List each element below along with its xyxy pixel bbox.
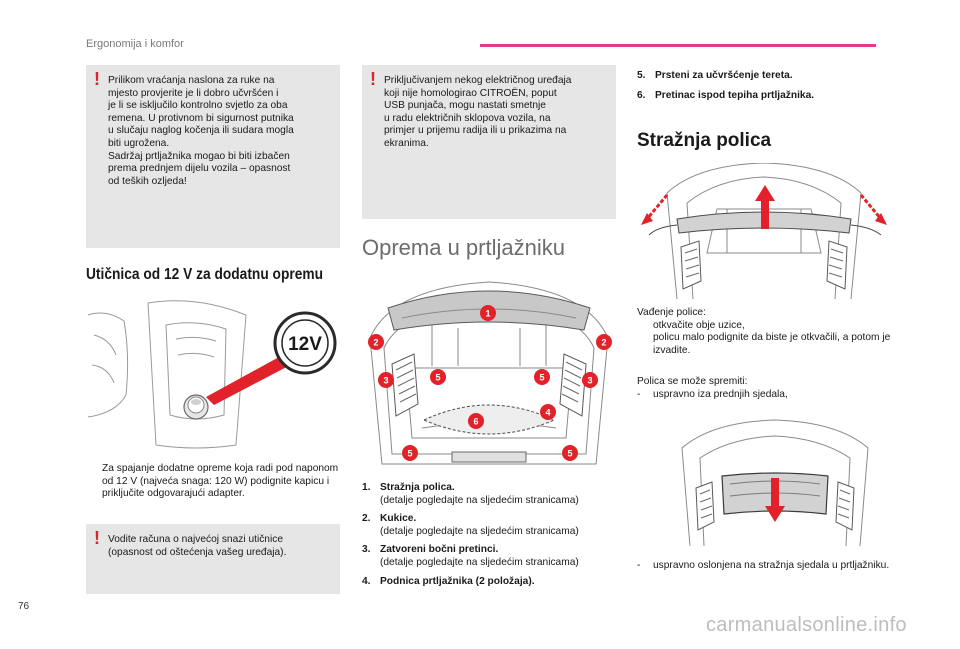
socket-12v-icon: 12V [273, 311, 337, 375]
svg-text:3: 3 [383, 376, 388, 386]
warning-icon: ! [370, 69, 376, 89]
list-item: 6. Pretinac ispod tepiha prtljažnika. [637, 89, 815, 101]
warning-text-armrest: Prilikom vraćanja naslona za ruke na mje… [108, 75, 294, 187]
list-item: otkvačite obje uzice, [637, 320, 891, 333]
shelf-heading: Stražnja polica [637, 130, 772, 151]
list-item: 1. Stražnja polica.(detalje pogledajte n… [362, 482, 579, 506]
list-item: 5. Prsteni za učvršćenje tereta. [637, 70, 793, 81]
svg-text:3: 3 [587, 376, 592, 386]
list-item: - uspravno iza prednjih sjedala, [637, 388, 788, 400]
side-compartment-right [826, 240, 848, 290]
socket-instruction: Za spajanje dodatne opreme koja radi pod… [86, 463, 340, 501]
svg-text:1: 1 [485, 309, 490, 319]
watermark: carmanualsonline.info [706, 614, 907, 636]
warning-icon: ! [94, 69, 100, 89]
svg-text:5: 5 [407, 449, 412, 459]
bullet-icon [637, 332, 653, 357]
warning-box-socket-power: ! Vodite računa o najvećoj snazi utičnic… [86, 524, 340, 594]
list-item: 3. Zatvoreni bočni pretinci.(detalje pog… [362, 544, 579, 568]
bullet-icon [637, 320, 653, 333]
svg-text:4: 4 [545, 408, 550, 418]
socket-cap-icon [183, 394, 209, 420]
shelf-removal-instructions: Vađenje police: otkvačite obje uzice, po… [637, 307, 891, 357]
svg-text:5: 5 [567, 449, 572, 459]
removal-intro: Vađenje police: [637, 307, 706, 318]
svg-text:5: 5 [539, 373, 544, 383]
svg-text:2: 2 [601, 338, 606, 348]
side-compartment-left [680, 240, 702, 290]
side-compartment-left [391, 353, 419, 417]
shelf-storage-figure [660, 418, 891, 547]
socket-instruction-text: Za spajanje dodatne opreme koja radi pod… [102, 463, 339, 500]
svg-text:6: 6 [473, 417, 478, 427]
section-title: Ergonomija i komfor [86, 38, 184, 50]
warning-box-armrest: ! Prilikom vraćanja naslona za ruke na m… [86, 65, 340, 248]
header-accent-bar [480, 44, 876, 47]
socket-heading: Utičnica od 12 V za dodatnu opremu [86, 266, 324, 283]
trunk-heading: Oprema u prtljažniku [362, 235, 565, 260]
trunk-figure: 1 2 2 3 5 5 3 4 6 5 5 [362, 278, 616, 468]
socket-12v-label: 12V [288, 334, 322, 355]
shelf-removal-figure [637, 162, 891, 300]
warning-icon: ! [94, 528, 100, 548]
shelf-storage-option-2: - uspravno oslonjena na stražnja sjedala… [637, 560, 891, 573]
warning-text-socket-power: Vodite računa o najvećoj snazi utičnice … [108, 534, 287, 558]
list-item: - uspravno oslonjena na stražnja sjedala… [637, 560, 890, 571]
list-item: 2. Kukice.(detalje pogledajte na sljedeć… [362, 513, 579, 537]
socket-figure: 12V [86, 295, 340, 455]
warning-box-electrical: ! Priključivanjem nekog električnog uređ… [362, 65, 616, 219]
page-number: 76 [18, 601, 30, 612]
list-item: policu malo podignite da biste je otkvač… [637, 332, 891, 357]
side-compartment-left [695, 481, 715, 531]
bullet-icon [86, 463, 102, 501]
trunk-equipment-list-middle: 1. Stražnja polica.(detalje pogledajte n… [362, 482, 618, 594]
svg-text:5: 5 [435, 373, 440, 383]
warning-text-electrical: Priključivanjem nekog električnog uređaj… [384, 75, 572, 149]
trunk-equipment-list-right: 5. Prsteni za učvršćenje tereta. 6. Pret… [637, 70, 887, 108]
list-item: 4. Podnica prtljažnika (2 položaja). [362, 575, 535, 587]
svg-text:2: 2 [373, 338, 378, 348]
shelf-storage-intro: Polica se može spremiti: - uspravno iza … [637, 376, 891, 401]
trunk-callouts: 1 2 2 3 5 5 3 4 6 5 5 [368, 305, 612, 461]
side-compartment-right [835, 481, 855, 531]
side-compartment-right [559, 353, 587, 417]
